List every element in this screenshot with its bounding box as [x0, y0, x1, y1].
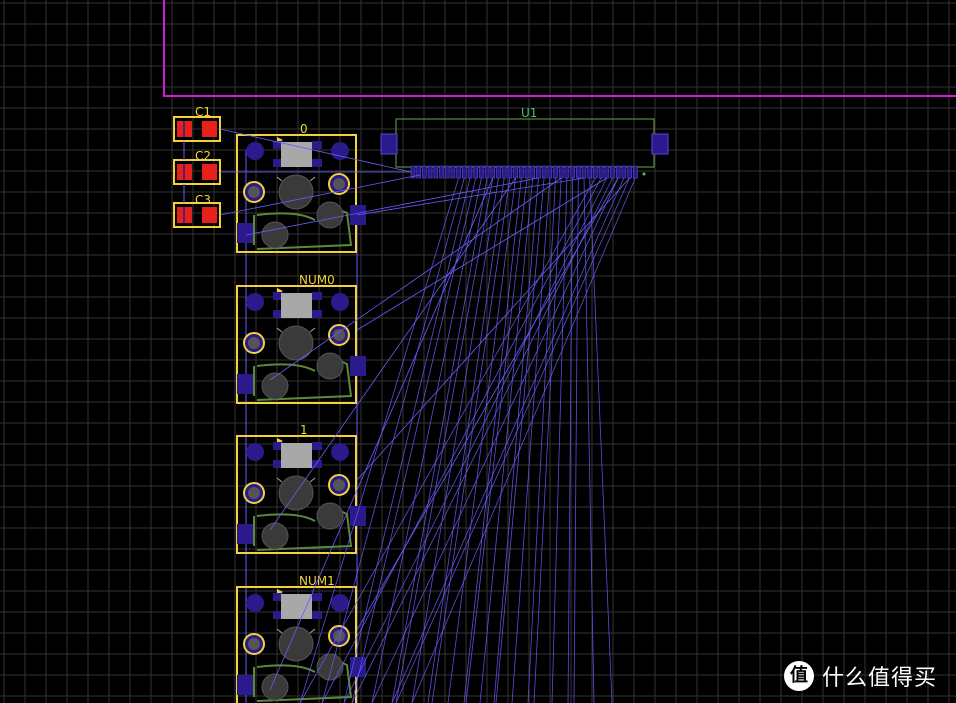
switch-label: 1: [300, 423, 308, 437]
led: [281, 594, 312, 619]
switch-hole: [316, 201, 344, 229]
led-pad: [312, 141, 322, 149]
led-pad: [273, 442, 283, 450]
led-pad: [312, 159, 322, 167]
square-pad: [237, 524, 253, 544]
led-pad: [273, 611, 283, 619]
square-pad: [237, 374, 253, 394]
pad: [331, 142, 349, 160]
capacitor-label: C3: [195, 193, 211, 207]
connector-mount-pad: [651, 133, 669, 155]
capacitor-c3[interactable]: C3: [173, 193, 221, 228]
watermark-text: 什么值得买: [822, 666, 938, 691]
switch-label: 0: [300, 122, 308, 136]
capacitor-pad: [202, 164, 217, 180]
led-pad: [312, 292, 322, 300]
board-outline: [163, 0, 956, 97]
square-pad: [350, 506, 366, 526]
led: [281, 443, 312, 468]
pad: [331, 594, 349, 612]
watermark: 值 什么值得买: [784, 658, 937, 694]
square-pad: [237, 675, 253, 695]
led-pad: [273, 141, 283, 149]
center-hole: [278, 626, 314, 662]
pad: [246, 594, 264, 612]
switch-hole: [261, 372, 289, 400]
watermark-logo: 值: [784, 661, 814, 691]
switch-num1[interactable]: NUM1: [236, 574, 366, 703]
capacitor-label: C2: [195, 149, 211, 163]
switch-hole: [261, 522, 289, 550]
center-hole: [278, 174, 314, 210]
pad: [331, 443, 349, 461]
led-pad: [312, 442, 322, 450]
pad: [331, 293, 349, 311]
switch-hole: [316, 502, 344, 530]
switch-0[interactable]: 0: [236, 122, 366, 253]
switch-label: NUM0: [299, 273, 335, 287]
capacitor-c2[interactable]: C2: [173, 149, 221, 185]
pad: [246, 142, 264, 160]
capacitor-label: C1: [195, 105, 211, 119]
switch-hole: [261, 673, 289, 701]
connector-mount-pad: [380, 133, 398, 155]
square-pad: [237, 223, 253, 243]
led-pad: [312, 310, 322, 318]
led-pad: [273, 310, 283, 318]
switch-label: NUM1: [299, 574, 335, 588]
square-pad: [350, 356, 366, 376]
led-pad: [312, 593, 322, 601]
switch-hole: [316, 653, 344, 681]
pad: [246, 443, 264, 461]
capacitor-pad: [202, 207, 217, 223]
led-pad: [273, 292, 283, 300]
led-pad: [312, 611, 322, 619]
led: [281, 142, 312, 167]
capacitor-pad: [202, 121, 217, 137]
switch-num0[interactable]: NUM0: [236, 273, 366, 404]
switch-hole: [316, 352, 344, 380]
center-hole: [278, 325, 314, 361]
led-pad: [273, 159, 283, 167]
connector-u1-label: U1: [521, 106, 537, 120]
ratsnest: [219, 128, 636, 703]
led: [281, 293, 312, 318]
switch-hole: [261, 221, 289, 249]
led-pad: [273, 593, 283, 601]
led-pad: [312, 460, 322, 468]
led-pad: [273, 460, 283, 468]
pad: [246, 293, 264, 311]
